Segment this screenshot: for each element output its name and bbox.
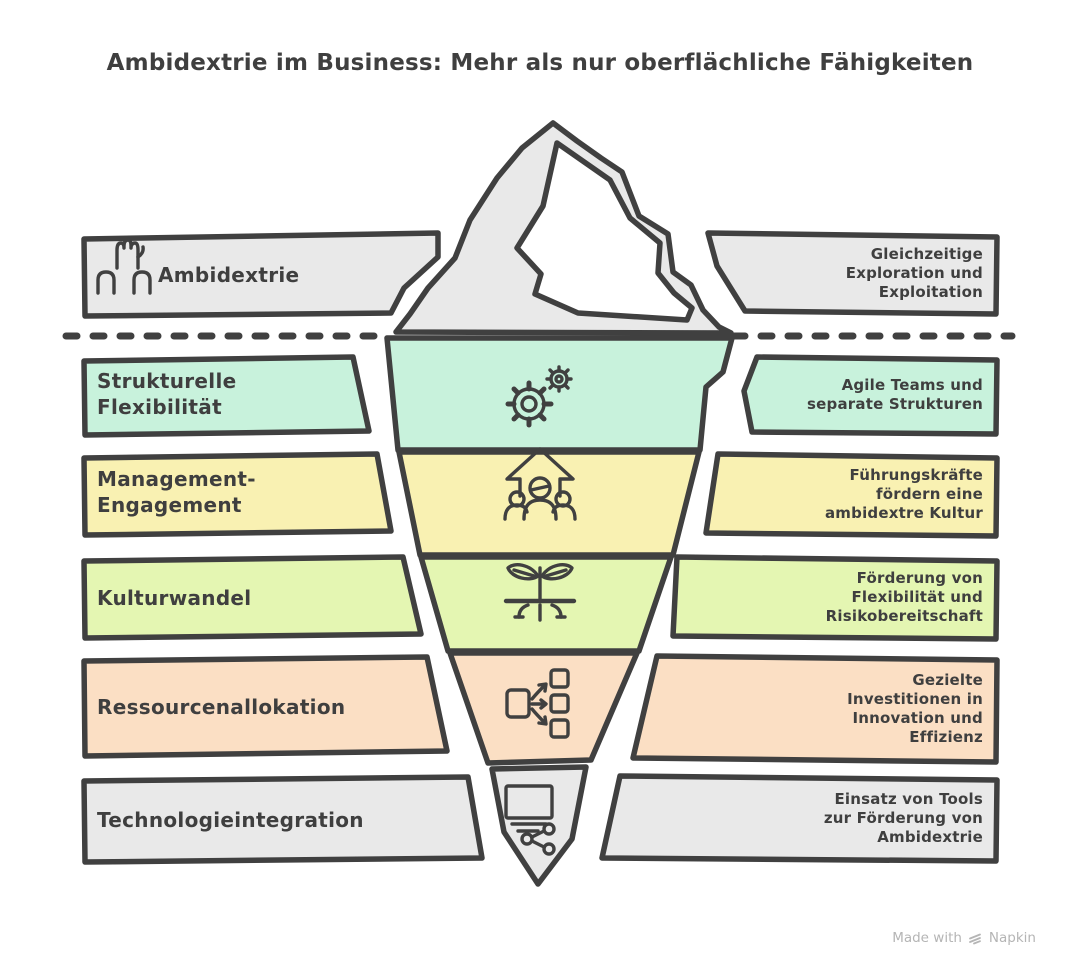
- right-box-technologieintegration: [599, 773, 1000, 864]
- left-box-ressourcenallokation: [81, 654, 450, 759]
- left-box-kulturwandel: [81, 554, 424, 641]
- right-box-ambidextrie: [705, 230, 1000, 317]
- watermark-prefix: Made with: [892, 930, 962, 946]
- label-kulturwandel: Kulturwandel: [97, 586, 252, 610]
- right-box-management-engagement: [703, 451, 1000, 539]
- watermark-brand: Napkin: [988, 930, 1036, 946]
- technology-icon: [504, 784, 556, 856]
- desc-management-engagement: Führungskräfte fördern eine ambidextre K…: [824, 466, 983, 522]
- raised-hands-icon: [96, 238, 152, 295]
- desc-kulturwandel: Förderung von Flexibilität und Risikober…: [825, 569, 983, 625]
- left-box-strukturelle-flexibilitaet: [81, 354, 372, 438]
- left-box-ambidextrie: [81, 230, 441, 319]
- iceberg-facet-highlight: [514, 140, 695, 323]
- iceberg-band-strukturelle-flexibilitaet: [384, 335, 735, 453]
- label-strukturelle-flexibilitaet: Strukturelle Flexibilität: [97, 369, 237, 419]
- iceberg-band-kulturwandel: [418, 554, 674, 654]
- label-ressourcenallokation: Ressourcenallokation: [97, 695, 346, 719]
- plant-growth-icon: [503, 563, 577, 622]
- resource-allocation-icon: [505, 668, 570, 739]
- right-box-strukturelle-flexibilitaet: [741, 354, 1000, 437]
- leadership-growth-icon: [503, 447, 577, 521]
- label-technologieintegration: Technologieintegration: [97, 808, 364, 832]
- diagram-title: Ambidextrie im Business: Mehr als nur ob…: [106, 50, 974, 76]
- left-box-management-engagement: [81, 451, 394, 538]
- left-box-technologieintegration: [81, 774, 485, 865]
- label-ambidextrie: Ambidextrie: [158, 263, 300, 287]
- label-management-engagement: Management- Engagement: [97, 467, 256, 517]
- napkin-logo-icon: [969, 933, 981, 944]
- desc-ambidextrie: Gleichzeitige Exploration und Exploitati…: [845, 245, 983, 301]
- desc-ressourcenallokation: Gezielte Investitionen in Innovation und…: [847, 671, 983, 746]
- watermark: Made with Napkin: [892, 930, 1036, 946]
- right-box-ressourcenallokation: [630, 653, 1000, 765]
- desc-strukturelle-flexibilitaet: Agile Teams und separate Strukturen: [807, 376, 983, 413]
- gears-icon: [505, 365, 573, 428]
- desc-technologieintegration: Einsatz von Tools zur Förderung von Ambi…: [823, 790, 983, 846]
- right-box-kulturwandel: [670, 554, 1000, 642]
